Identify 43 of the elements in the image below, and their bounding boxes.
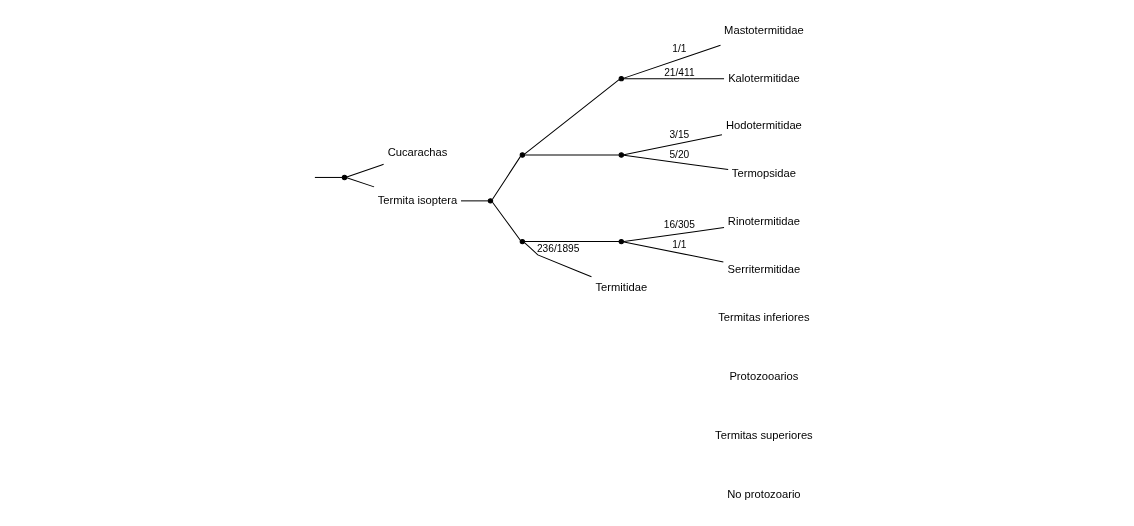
connector [492,156,521,200]
node-point [519,152,526,158]
node-text: Termopsidae [731,167,796,180]
node-point [487,198,494,204]
node-point [519,238,526,245]
node-text: Rinotermitidae [727,215,800,228]
edge-label: 1/1 [672,238,687,250]
connector [524,241,620,243]
connector [492,201,521,241]
connector [460,200,489,202]
edge-label: 1/1 [672,43,687,55]
node-point [341,174,348,181]
connector [623,227,725,242]
node-text: Termita isoptera [377,193,458,206]
edge-label: 21/411 [664,66,695,78]
edge-label: 236/1895 [536,242,580,254]
connector [623,134,723,156]
connector [623,154,729,171]
node-point [618,152,625,158]
edge-label: 16/305 [663,219,695,231]
node-point [618,75,625,82]
node-text: Termitidae [595,281,648,294]
connector [314,176,343,178]
edge-label: 3/15 [669,128,690,140]
connector [623,241,724,263]
label: Termitas inferiores [718,310,810,323]
connector [346,163,385,178]
node-text: Kalotermitidae [728,71,800,84]
node-text: Serritermitidae [727,262,801,275]
connector [623,44,721,79]
node-text: Mastotermitidae [724,23,804,36]
connector [346,177,375,188]
label: No protozoario [727,488,801,501]
connector [524,242,592,278]
label: Protozooarios [729,369,799,382]
connector [523,79,620,155]
edge-label: 5/20 [669,149,690,161]
node-text: Cucarachas [387,145,448,158]
connector [524,154,620,156]
connector [623,78,725,80]
node-text: Hodotermitidae [725,119,802,132]
node-point [618,238,625,245]
label: Termitas superiores [715,428,813,441]
